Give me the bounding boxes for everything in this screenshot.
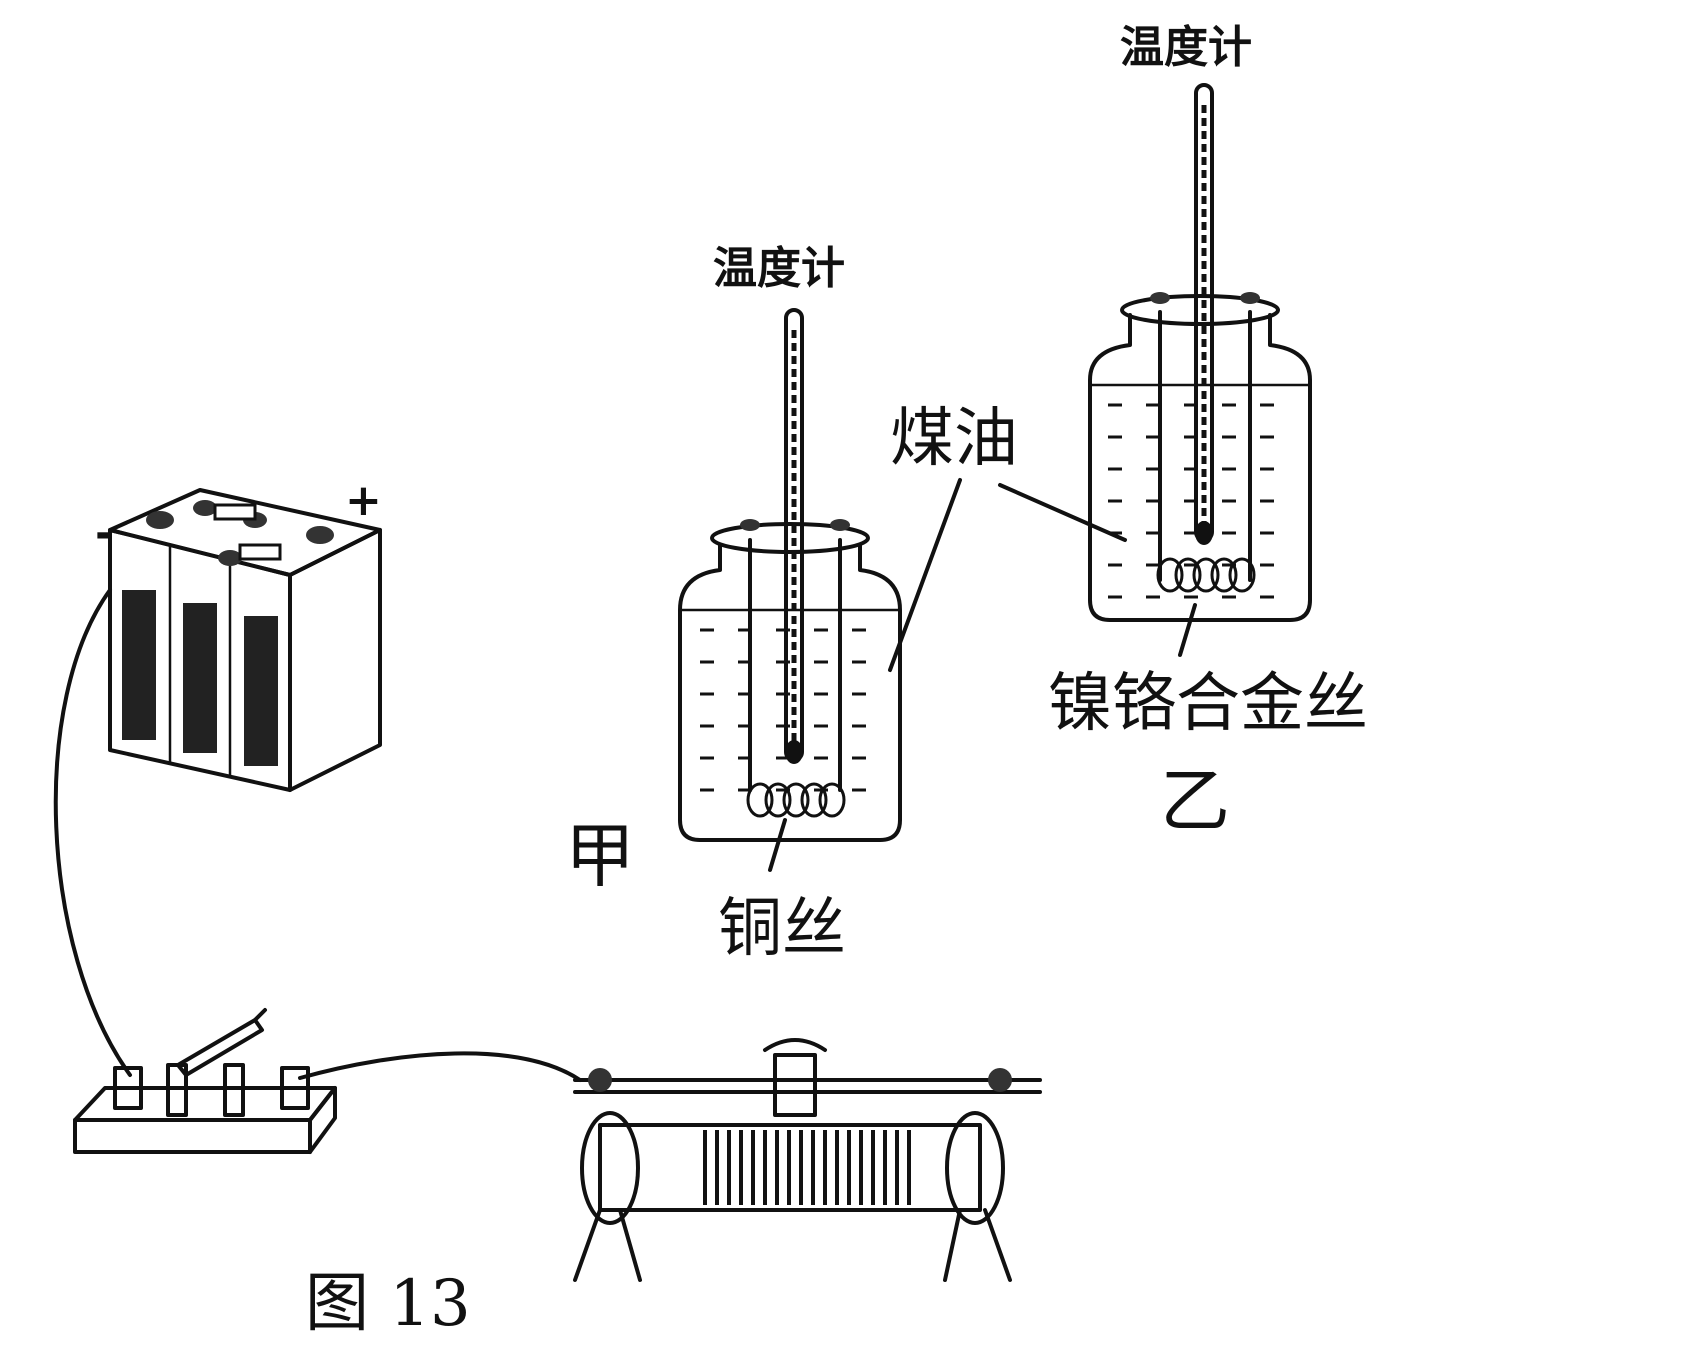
nichrome-coil bbox=[1156, 557, 1256, 593]
coil-loop bbox=[1174, 557, 1202, 593]
thermometer-label-a: 温度计 bbox=[713, 243, 845, 294]
rheostat-coil bbox=[703, 1130, 911, 1205]
coil-loop bbox=[800, 782, 828, 818]
leader-copper bbox=[768, 818, 787, 872]
leader-kerosene-a bbox=[888, 478, 962, 672]
leader-nichrome bbox=[1178, 603, 1197, 657]
coil-loop bbox=[782, 782, 810, 818]
wire-battery-to-switch bbox=[53, 588, 132, 1077]
jar-a bbox=[678, 308, 902, 842]
thermometer-label-b: 温度计 bbox=[1120, 22, 1252, 73]
knife-switch-icon bbox=[73, 1008, 337, 1154]
coil-loop bbox=[1192, 557, 1220, 593]
leader-kerosene-b bbox=[998, 483, 1127, 542]
coil-loop bbox=[1156, 557, 1184, 593]
battery-icon bbox=[108, 488, 382, 792]
kerosene-level-marks-b bbox=[1108, 403, 1274, 599]
rheostat-icon bbox=[573, 1038, 1042, 1282]
coil-loop bbox=[746, 782, 774, 818]
copper-coil bbox=[746, 782, 846, 818]
jar-b-label: 乙 bbox=[1160, 760, 1230, 842]
copper-wire-label: 铜丝 bbox=[718, 892, 846, 966]
kerosene-label: 煤油 bbox=[890, 402, 1018, 476]
coil-loop bbox=[1210, 557, 1238, 593]
coil-loop bbox=[764, 782, 792, 818]
coil-loop bbox=[818, 782, 846, 818]
nichrome-wire-label: 镍铬合金丝 bbox=[1048, 667, 1368, 741]
jar-b bbox=[1088, 83, 1312, 622]
figure-caption: 图 13 bbox=[305, 1267, 471, 1341]
battery-minus-label: - bbox=[95, 508, 113, 559]
battery-plus-label: + bbox=[345, 475, 382, 526]
wire-switch-to-rheostat bbox=[298, 1051, 582, 1082]
coil-loop bbox=[1228, 557, 1256, 593]
jar-a-label: 甲 bbox=[565, 815, 635, 897]
